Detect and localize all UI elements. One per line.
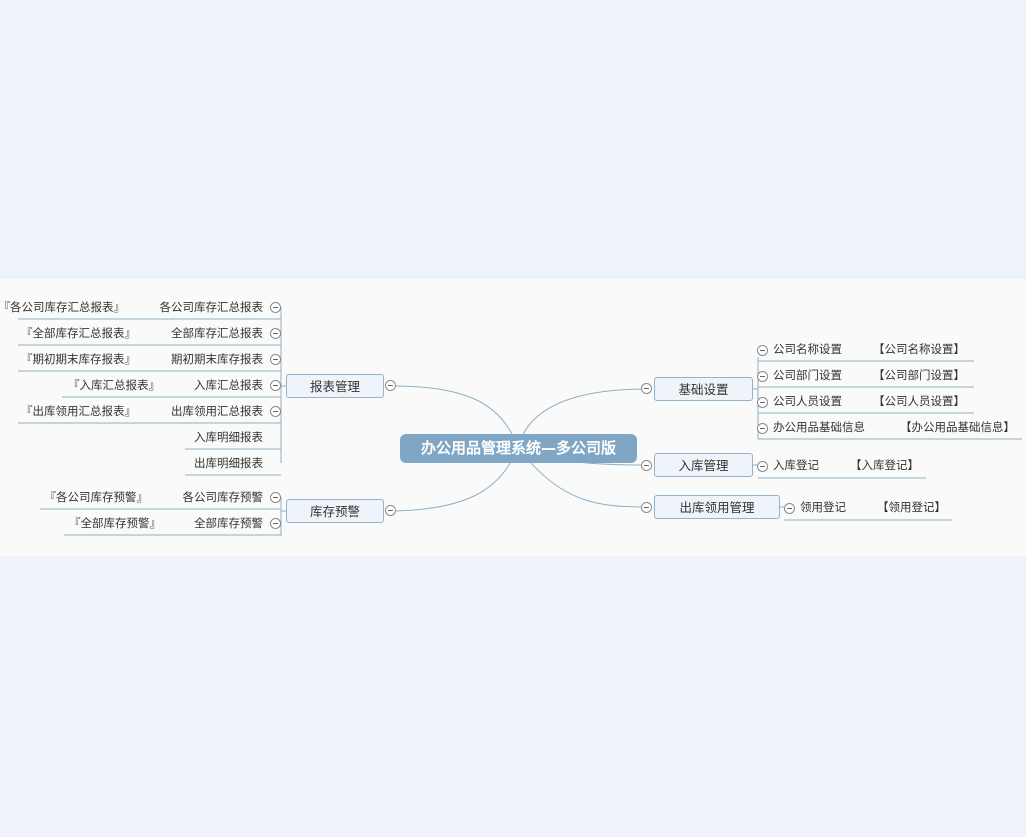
collapse-toggle-report-item-2[interactable] (270, 328, 281, 339)
branch-stock-warning[interactable]: 库存预警 (286, 499, 384, 523)
report-item-outbound-detail[interactable]: 出库明细报表 (194, 456, 263, 470)
collapse-toggle-inbound-item-1[interactable] (757, 461, 768, 472)
basic-item-company-staff[interactable]: 公司人员设置 (773, 394, 842, 408)
collapse-toggle-basic-item-3[interactable] (757, 397, 768, 408)
report-item-company-stock-summary[interactable]: 各公司库存汇总报表 (159, 300, 264, 314)
collapse-toggle-basic-item-2[interactable] (757, 371, 768, 382)
root-node[interactable]: 办公用品管理系统—多公司版 (400, 434, 637, 463)
branch-report-management[interactable]: 报表管理 (286, 374, 384, 398)
outbound-target-requisition[interactable]: 【领用登记】 (877, 500, 946, 514)
connector-lines (18, 306, 1022, 536)
report-target-outbound-summary[interactable]: 『出库领用汇总报表』 (21, 404, 136, 418)
basic-item-company-department[interactable]: 公司部门设置 (773, 368, 842, 382)
warning-item-all-stock[interactable]: 全部库存预警 (194, 516, 263, 530)
collapse-toggle-warning[interactable] (385, 505, 396, 516)
warning-target-company-stock[interactable]: 『各公司库存预警』 (44, 490, 149, 504)
report-item-inbound-summary[interactable]: 入库汇总报表 (194, 378, 263, 392)
collapse-toggle-report-item-4[interactable] (270, 380, 281, 391)
warning-target-all-stock[interactable]: 『全部库存预警』 (69, 516, 161, 530)
collapse-toggle-basic[interactable] (641, 383, 652, 394)
mindmap-canvas (0, 279, 1026, 556)
branch-inbound-management[interactable]: 入库管理 (654, 453, 753, 477)
collapse-toggle-basic-item-1[interactable] (757, 345, 768, 356)
outbound-item-requisition[interactable]: 领用登记 (800, 500, 846, 514)
basic-target-company-name[interactable]: 【公司名称设置】 (873, 342, 965, 356)
collapse-toggle-warning-item-2[interactable] (270, 518, 281, 529)
inbound-item-registration[interactable]: 入库登记 (773, 458, 819, 472)
branch-basic-settings[interactable]: 基础设置 (654, 377, 753, 401)
warning-item-company-stock[interactable]: 各公司库存预警 (182, 490, 264, 504)
collapse-toggle-basic-item-4[interactable] (757, 423, 768, 434)
basic-target-company-staff[interactable]: 【公司人员设置】 (873, 394, 965, 408)
collapse-toggle-report-item-1[interactable] (270, 302, 281, 313)
collapse-toggle-report-item-5[interactable] (270, 406, 281, 417)
collapse-toggle-report[interactable] (385, 380, 396, 391)
basic-item-company-name[interactable]: 公司名称设置 (773, 342, 842, 356)
inbound-target-registration[interactable]: 【入库登记】 (850, 458, 919, 472)
collapse-toggle-warning-item-1[interactable] (270, 492, 281, 503)
report-item-outbound-summary[interactable]: 出库领用汇总报表 (171, 404, 263, 418)
report-item-inbound-detail[interactable]: 入库明细报表 (194, 430, 263, 444)
basic-item-office-supply-info[interactable]: 办公用品基础信息 (773, 420, 865, 434)
basic-target-office-supply-info[interactable]: 【办公用品基础信息】 (900, 420, 1015, 434)
branch-outbound-management[interactable]: 出库领用管理 (654, 495, 780, 519)
report-item-opening-closing-stock[interactable]: 期初期末库存报表 (171, 352, 263, 366)
collapse-toggle-report-item-3[interactable] (270, 354, 281, 365)
collapse-toggle-outbound[interactable] (641, 502, 652, 513)
report-target-inbound-summary[interactable]: 『入库汇总报表』 (68, 378, 160, 392)
basic-target-company-department[interactable]: 【公司部门设置】 (873, 368, 965, 382)
collapse-toggle-outbound-item-1[interactable] (784, 503, 795, 514)
report-target-company-stock-summary[interactable]: 『各公司库存汇总报表』 (0, 300, 125, 314)
collapse-toggle-inbound[interactable] (641, 460, 652, 471)
report-item-all-stock-summary[interactable]: 全部库存汇总报表 (171, 326, 263, 340)
report-target-all-stock-summary[interactable]: 『全部库存汇总报表』 (21, 326, 136, 340)
report-target-opening-closing-stock[interactable]: 『期初期末库存报表』 (21, 352, 136, 366)
